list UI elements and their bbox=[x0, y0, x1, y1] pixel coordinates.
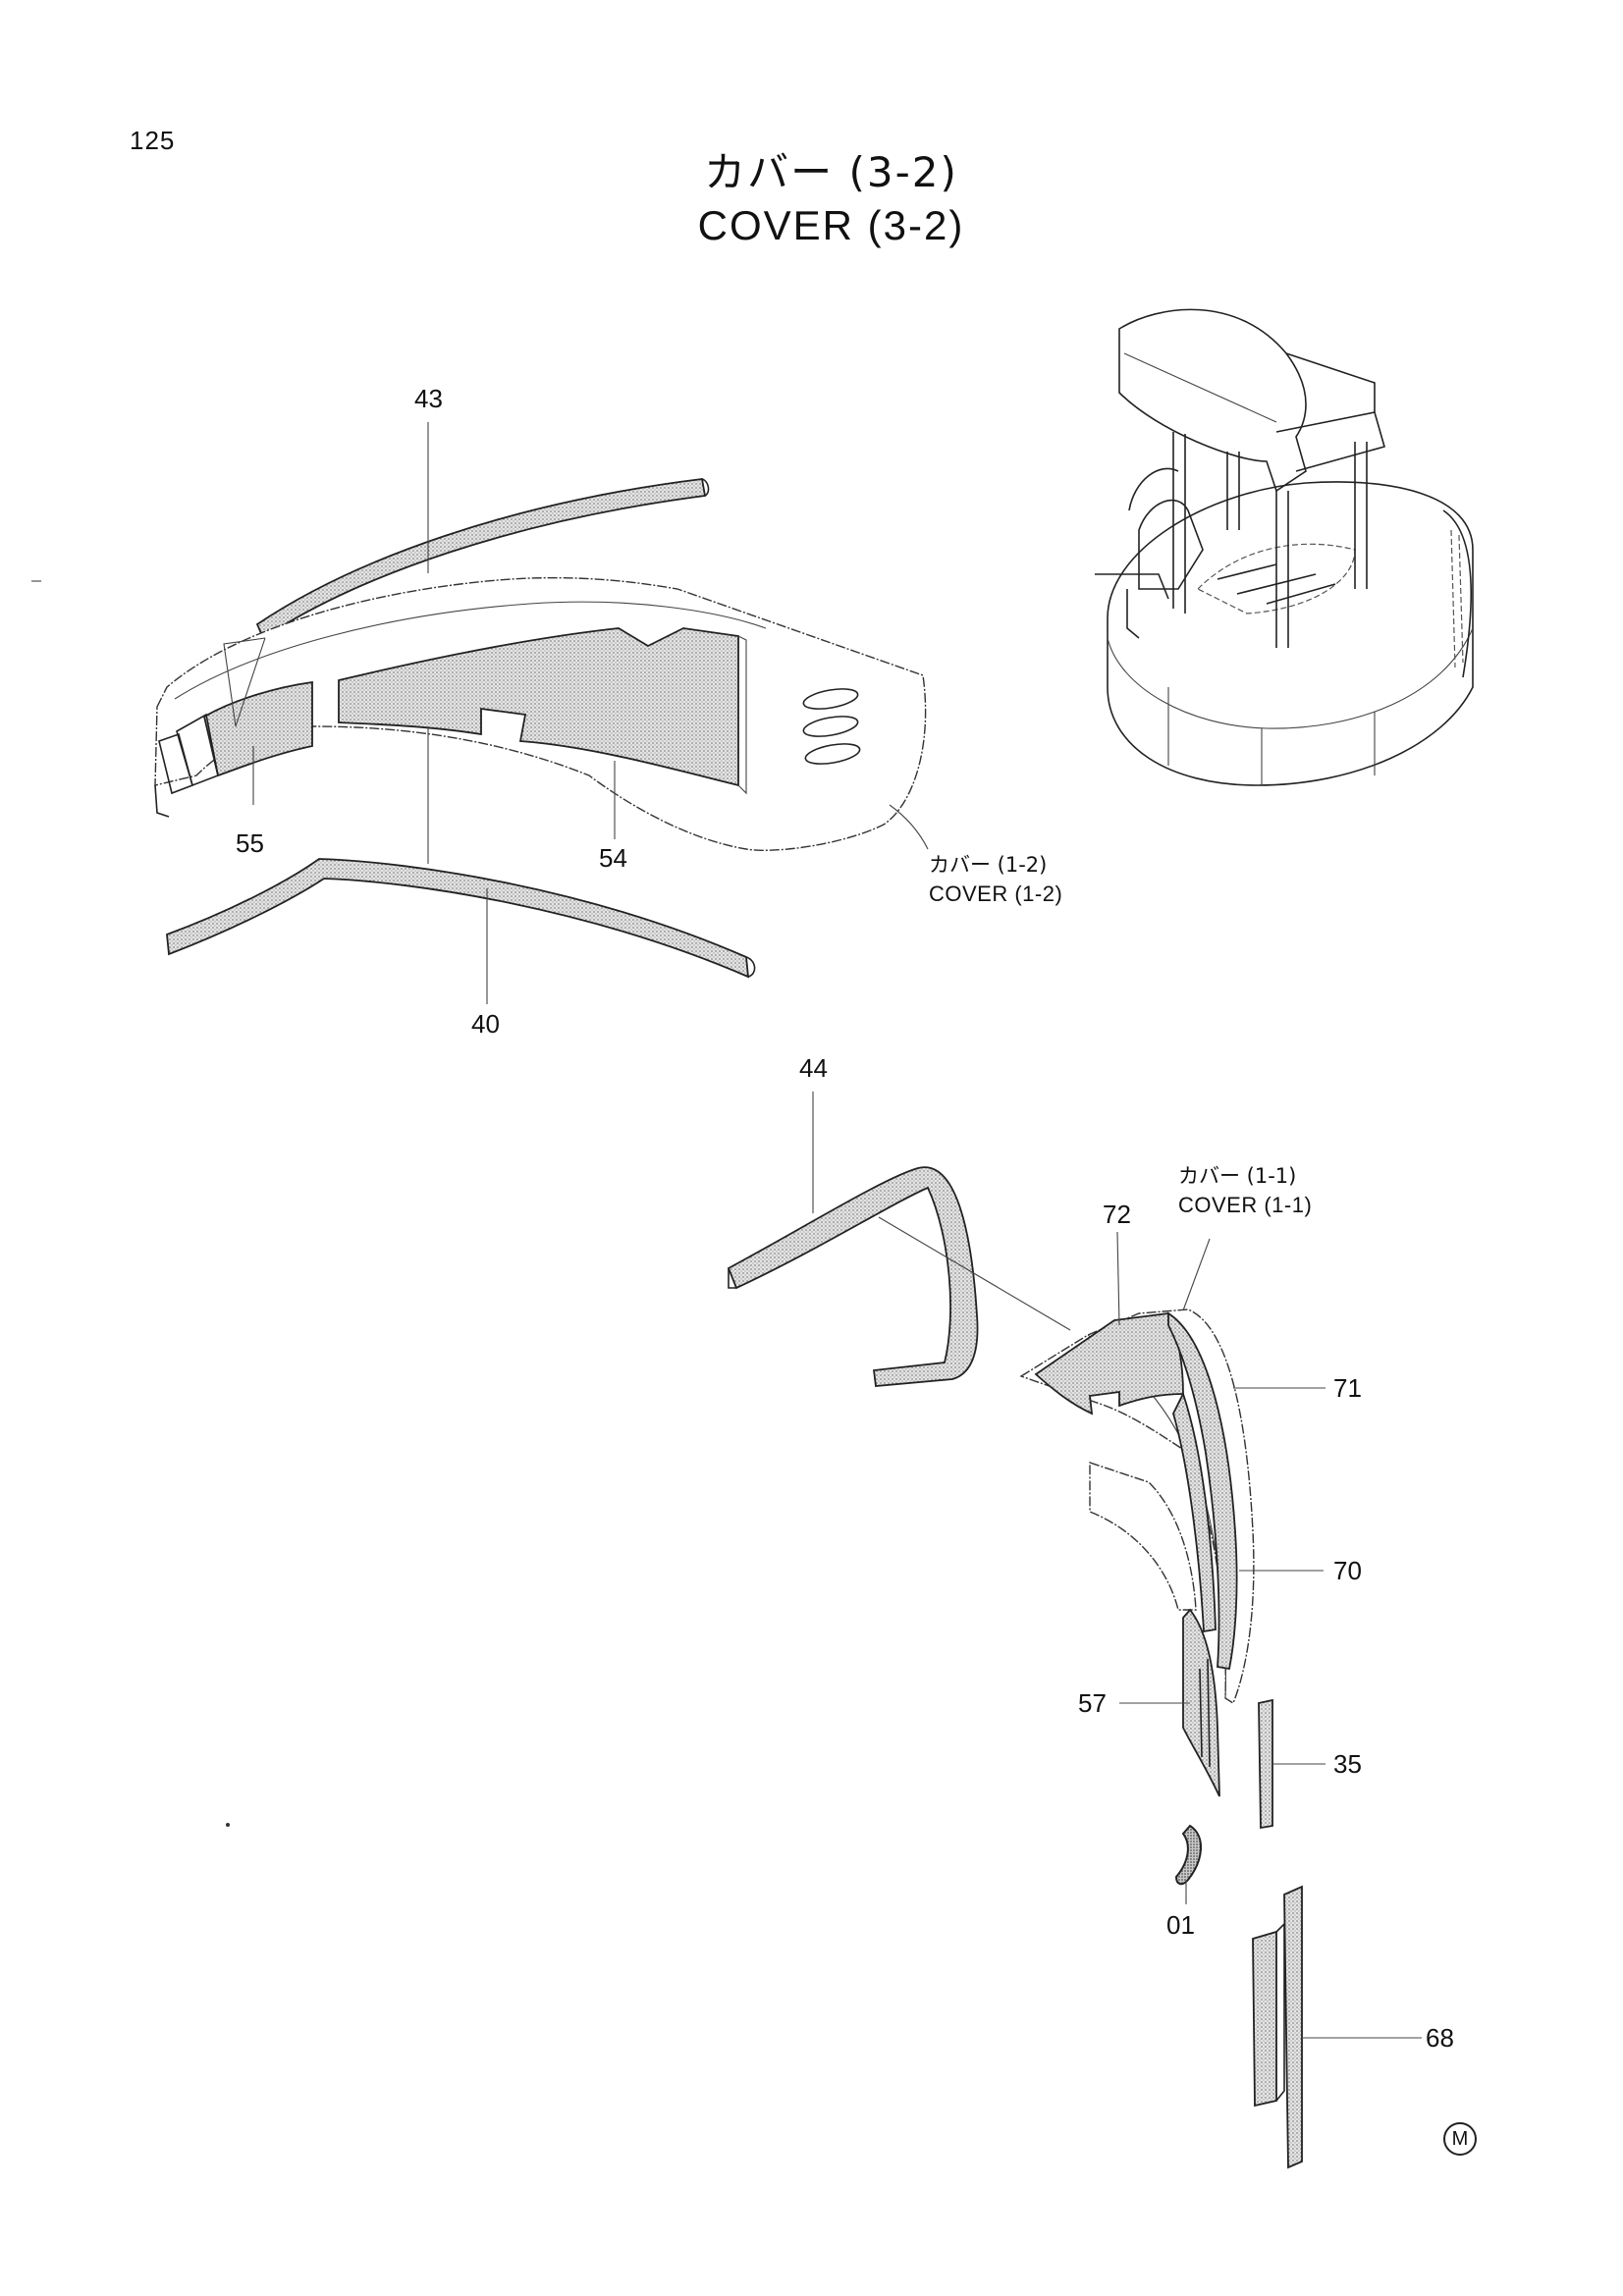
title-english: COVER (3-2) bbox=[697, 202, 965, 248]
reference-cover-1-1-jp: カバー (1-1) bbox=[1178, 1164, 1296, 1188]
vent-slot-icon bbox=[802, 688, 859, 710]
callout-40: 40 bbox=[471, 1009, 500, 1039]
part-44-curved-seal bbox=[727, 1166, 979, 1387]
corner-cover-outline bbox=[1019, 1308, 1255, 1705]
vent-slot-icon bbox=[804, 743, 861, 765]
callout-35: 35 bbox=[1333, 1749, 1362, 1779]
callout-44: 44 bbox=[799, 1053, 828, 1083]
callout-labels: 43 55 54 40 44 72 71 70 57 35 01 68 カバー … bbox=[236, 384, 1454, 2053]
part-54-insulation-pad bbox=[338, 627, 739, 787]
part-01-clip bbox=[1174, 1824, 1203, 1886]
callout-70: 70 bbox=[1333, 1556, 1362, 1585]
callout-57: 57 bbox=[1078, 1688, 1107, 1718]
part-43-seal-strip bbox=[255, 478, 707, 640]
cover-1-2-assembly bbox=[154, 478, 927, 979]
callout-43: 43 bbox=[414, 384, 443, 413]
callout-54: 54 bbox=[599, 843, 627, 873]
machine-overview-illustration bbox=[1095, 308, 1474, 786]
scan-mark bbox=[226, 1823, 230, 1827]
part-35-strip bbox=[1258, 1698, 1273, 1830]
manufacturer-mark-icon: M bbox=[1443, 2122, 1477, 2156]
part-55-end-pad bbox=[202, 680, 313, 777]
part-68-plate bbox=[1283, 1885, 1303, 2169]
page-number: 125 bbox=[130, 126, 176, 155]
reference-cover-1-1-en: COVER (1-1) bbox=[1178, 1193, 1312, 1217]
callout-01: 01 bbox=[1166, 1910, 1195, 1940]
reference-cover-1-2-en: COVER (1-2) bbox=[929, 881, 1062, 906]
part-70-edge-pad bbox=[1172, 1391, 1217, 1633]
title-japanese: カバー (3-2) bbox=[704, 148, 958, 196]
part-40-seal-strip bbox=[166, 858, 750, 979]
callout-71: 71 bbox=[1333, 1373, 1362, 1403]
cover-1-1-assembly bbox=[727, 1166, 1303, 2169]
callout-72: 72 bbox=[1103, 1200, 1131, 1229]
vent-slot-icon bbox=[802, 716, 859, 737]
callout-55: 55 bbox=[236, 828, 264, 858]
reference-cover-1-2-jp: カバー (1-2) bbox=[929, 853, 1047, 877]
page-title: カバー (3-2) COVER (3-2) bbox=[0, 147, 1623, 253]
callout-68: 68 bbox=[1426, 2023, 1454, 2053]
leader-lines bbox=[223, 422, 1422, 2039]
part-71-edge-pad bbox=[1167, 1311, 1238, 1671]
